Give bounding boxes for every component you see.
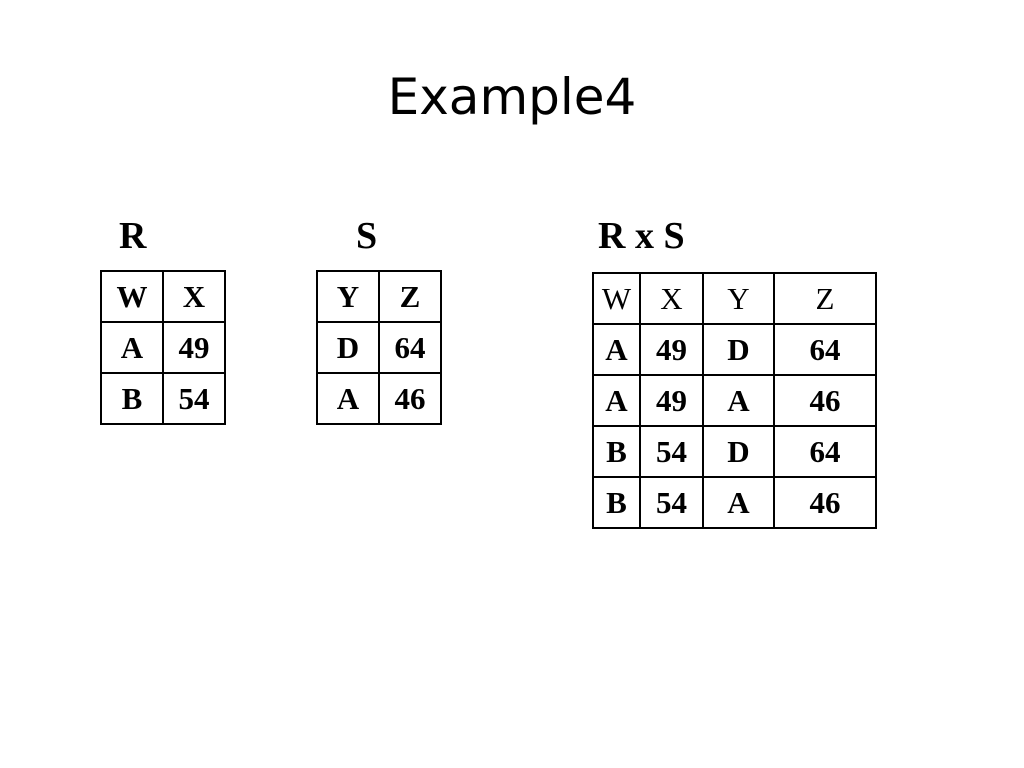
- table-header-row: Y Z: [316, 270, 442, 323]
- table-cell: 46: [773, 374, 877, 427]
- relation-r-label: R: [119, 215, 147, 257]
- header-cell: X: [162, 270, 226, 323]
- table-row: A 49 A 46: [592, 374, 877, 427]
- table-cell: A: [316, 372, 380, 425]
- table-header-row: W X Y Z: [592, 272, 877, 325]
- header-cell: W: [592, 272, 641, 325]
- header-cell: Z: [773, 272, 877, 325]
- header-cell: Z: [378, 270, 442, 323]
- table-cell: D: [702, 323, 775, 376]
- table-row: B 54 D 64: [592, 425, 877, 478]
- product-label: R x S: [598, 215, 685, 257]
- relation-r-table: W X A 49 B 54: [100, 270, 226, 425]
- table-header-row: W X: [100, 270, 226, 323]
- table-cell: B: [100, 372, 164, 425]
- table-cell: 46: [378, 372, 442, 425]
- header-cell: Y: [316, 270, 380, 323]
- table-cell: A: [592, 374, 641, 427]
- table-row: D 64: [316, 321, 442, 374]
- table-cell: 49: [639, 323, 704, 376]
- table-cell: A: [702, 374, 775, 427]
- table-row: B 54: [100, 372, 226, 425]
- table-cell: A: [702, 476, 775, 529]
- slide-title: Example4: [387, 68, 637, 126]
- relation-s-label: S: [356, 215, 378, 257]
- table-cell: 49: [639, 374, 704, 427]
- header-cell: W: [100, 270, 164, 323]
- table-cell: 64: [378, 321, 442, 374]
- table-cell: 49: [162, 321, 226, 374]
- table-cell: A: [592, 323, 641, 376]
- table-cell: 54: [639, 476, 704, 529]
- table-cell: B: [592, 476, 641, 529]
- table-cell: B: [592, 425, 641, 478]
- table-row: A 46: [316, 372, 442, 425]
- relation-s-table: Y Z D 64 A 46: [316, 270, 442, 425]
- header-cell: X: [639, 272, 704, 325]
- table-cell: 54: [162, 372, 226, 425]
- table-row: A 49 D 64: [592, 323, 877, 376]
- table-cell: D: [316, 321, 380, 374]
- header-cell: Y: [702, 272, 775, 325]
- table-row: A 49: [100, 321, 226, 374]
- table-cell: A: [100, 321, 164, 374]
- table-cell: 64: [773, 323, 877, 376]
- product-table: W X Y Z A 49 D 64 A 49 A 46 B 54 D 64 B …: [592, 272, 877, 529]
- table-cell: 46: [773, 476, 877, 529]
- table-cell: D: [702, 425, 775, 478]
- table-cell: 64: [773, 425, 877, 478]
- table-row: B 54 A 46: [592, 476, 877, 529]
- table-cell: 54: [639, 425, 704, 478]
